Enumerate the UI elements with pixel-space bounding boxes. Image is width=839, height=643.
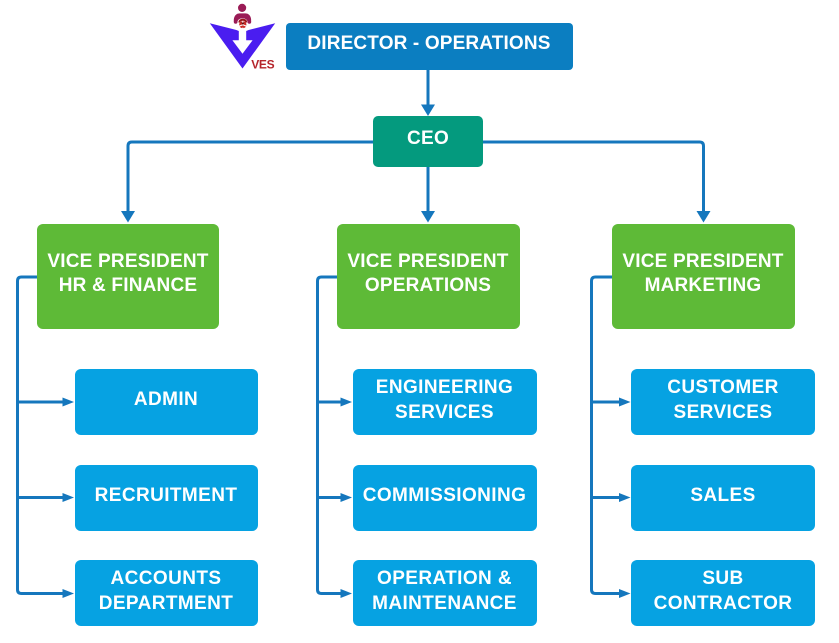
svg-text:VES: VES [251,57,274,71]
